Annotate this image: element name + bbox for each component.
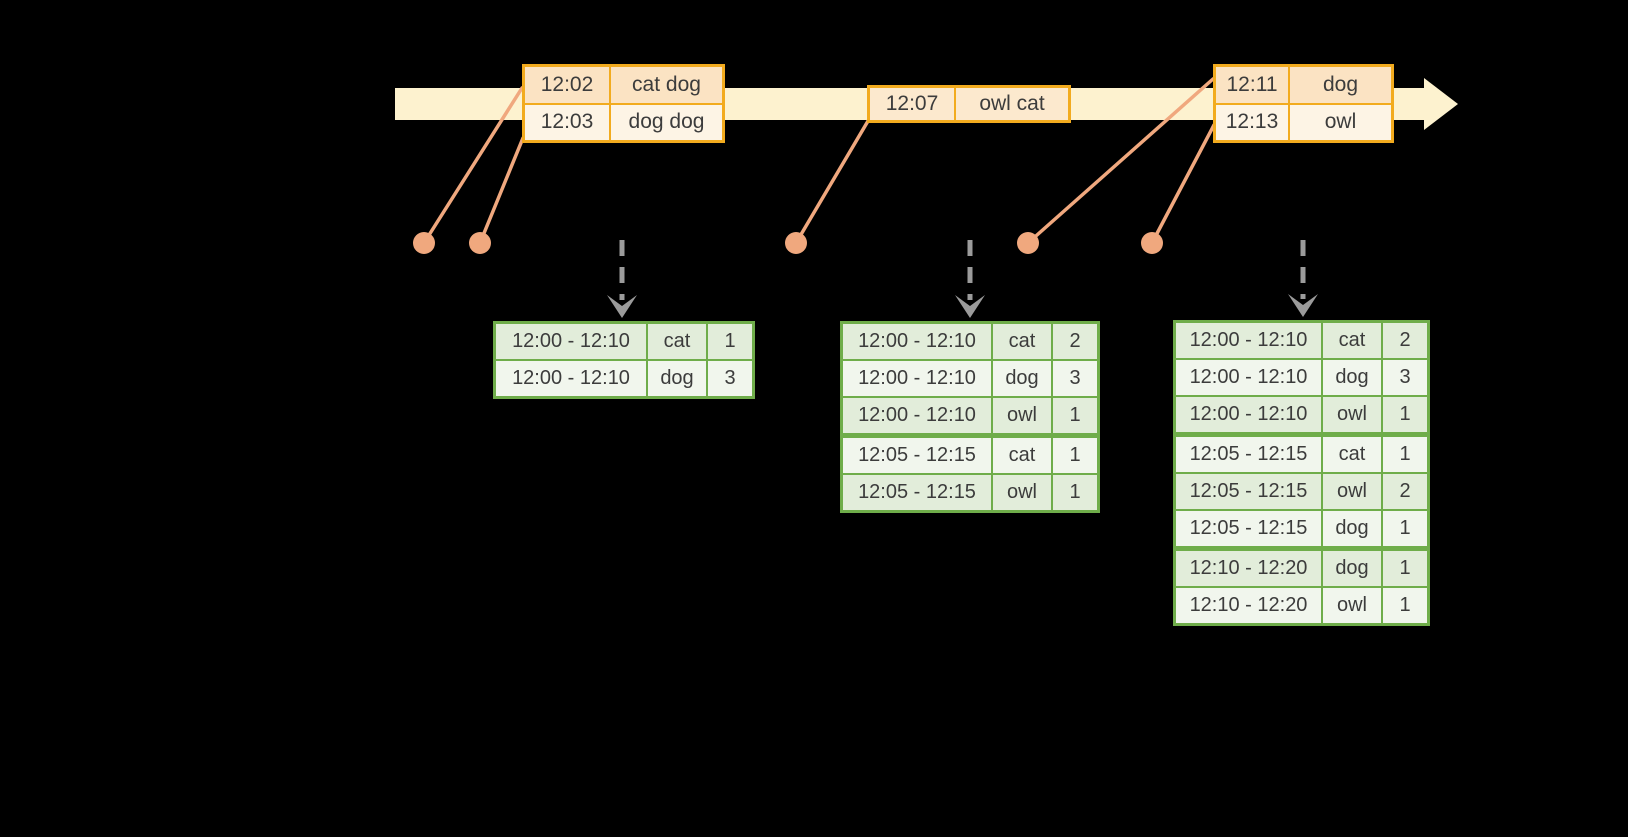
- window-cell: 12:05 - 12:15: [843, 438, 993, 473]
- result-row: 12:10 - 12:20 owl 1: [1176, 586, 1427, 623]
- result-table-2: 12:00 - 12:10 cat 2 12:00 - 12:10 dog 3 …: [840, 321, 1100, 513]
- event-words-cell: dog: [1322, 72, 1359, 96]
- event-time-cell: 12:13: [1216, 104, 1290, 140]
- result-row: 12:05 - 12:15 owl 2: [1176, 472, 1427, 509]
- result-table-1: 12:00 - 12:10 cat 1 12:00 - 12:10 dog 3: [493, 321, 755, 399]
- event-line: [1026, 77, 1215, 245]
- event-line: [1150, 123, 1216, 245]
- word-cell: cat: [993, 438, 1053, 473]
- window-cell: 12:00 - 12:10: [1176, 323, 1323, 358]
- window-cell: 12:00 - 12:10: [1176, 360, 1323, 395]
- event-row: 12:02 cat dog: [525, 67, 722, 103]
- window-cell: 12:10 - 12:20: [1176, 588, 1323, 623]
- result-row: 12:00 - 12:10 owl 1: [1176, 395, 1427, 432]
- event-row: 12:03 dog dog: [525, 102, 722, 140]
- event-line: [422, 86, 524, 245]
- count-cell: 1: [1399, 403, 1411, 425]
- word-cell: owl: [1323, 474, 1383, 509]
- count-cell: 3: [1069, 367, 1081, 389]
- event-time-cell: 12:02: [525, 67, 611, 103]
- word-cell: owl: [1323, 588, 1383, 623]
- event-dot-icon: [785, 232, 807, 254]
- result-row: 12:05 - 12:15 cat 1: [1176, 432, 1427, 472]
- window-cell: 12:10 - 12:20: [1176, 551, 1323, 586]
- count-cell: 1: [1399, 443, 1411, 465]
- event-time-cell: 12:11: [1216, 67, 1290, 103]
- window-cell: 12:05 - 12:15: [1176, 474, 1323, 509]
- event-line: [478, 136, 525, 245]
- trigger-arrowheads: [607, 294, 1318, 318]
- event-time-cell: 12:03: [525, 104, 611, 140]
- word-cell: cat: [648, 324, 708, 359]
- window-cell: 12:00 - 12:10: [843, 398, 993, 433]
- window-cell: 12:05 - 12:15: [1176, 437, 1323, 472]
- count-cell: 3: [1399, 366, 1411, 388]
- count-cell: 1: [1399, 517, 1411, 539]
- event-dot-icon: [1141, 232, 1163, 254]
- result-row: 12:00 - 12:10 cat 2: [843, 324, 1097, 359]
- arrow-down-icon: [607, 295, 637, 318]
- event-words-cell: dog dog: [628, 110, 705, 134]
- result-row: 12:05 - 12:15 owl 1: [843, 473, 1097, 510]
- arrow-down-icon: [955, 295, 985, 318]
- count-cell: 1: [1399, 594, 1411, 616]
- result-row: 12:00 - 12:10 owl 1: [843, 396, 1097, 433]
- word-cell: owl: [1323, 397, 1383, 432]
- event-words-cell: owl: [1324, 110, 1357, 134]
- word-cell: cat: [1323, 323, 1383, 358]
- word-cell: dog: [1323, 551, 1383, 586]
- window-cell: 12:00 - 12:10: [496, 361, 648, 396]
- event-row: 12:13 owl: [1216, 102, 1391, 140]
- count-cell: 1: [1399, 557, 1411, 579]
- event-table-3: 12:11 dog 12:13 owl: [1213, 64, 1394, 143]
- count-cell: 2: [1069, 330, 1081, 352]
- event-dot-icon: [413, 232, 435, 254]
- result-row: 12:00 - 12:10 dog 3: [496, 359, 752, 396]
- word-cell: dog: [993, 361, 1053, 396]
- window-cell: 12:00 - 12:10: [1176, 397, 1323, 432]
- result-row: 12:00 - 12:10 cat 1: [496, 324, 752, 359]
- result-row: 12:00 - 12:10 dog 3: [1176, 358, 1427, 395]
- word-cell: dog: [1323, 511, 1383, 546]
- word-cell: cat: [1323, 437, 1383, 472]
- timeline-arrowhead-icon: [1424, 78, 1458, 130]
- window-cell: 12:00 - 12:10: [496, 324, 648, 359]
- result-row: 12:05 - 12:15 dog 1: [1176, 509, 1427, 546]
- event-dot-icon: [469, 232, 491, 254]
- count-cell: 1: [1069, 444, 1081, 466]
- count-cell: 2: [1399, 329, 1411, 351]
- event-words-cell: owl cat: [979, 92, 1045, 115]
- word-cell: cat: [993, 324, 1053, 359]
- count-cell: 1: [1069, 481, 1081, 503]
- event-words-cell: cat dog: [632, 72, 701, 96]
- event-dots: [413, 232, 1163, 254]
- count-cell: 2: [1399, 480, 1411, 502]
- event-row: 12:07 owl cat: [870, 88, 1068, 120]
- event-row: 12:11 dog: [1216, 67, 1391, 103]
- word-cell: owl: [993, 475, 1053, 510]
- event-dot-icon: [1017, 232, 1039, 254]
- word-cell: dog: [648, 361, 708, 396]
- result-row: 12:00 - 12:10 dog 3: [843, 359, 1097, 396]
- event-time-cell: 12:07: [870, 88, 956, 120]
- count-cell: 1: [724, 330, 736, 352]
- count-cell: 3: [724, 367, 736, 389]
- event-table-2: 12:07 owl cat: [867, 85, 1071, 123]
- window-cell: 12:05 - 12:15: [843, 475, 993, 510]
- result-row: 12:05 - 12:15 cat 1: [843, 433, 1097, 473]
- word-cell: dog: [1323, 360, 1383, 395]
- arrow-down-icon: [1288, 294, 1318, 317]
- result-row: 12:10 - 12:20 dog 1: [1176, 546, 1427, 586]
- event-table-1: 12:02 cat dog 12:03 dog dog: [522, 64, 725, 143]
- trigger-arrows: [619, 240, 1306, 300]
- word-cell: owl: [993, 398, 1053, 433]
- window-cell: 12:00 - 12:10: [843, 324, 993, 359]
- result-row: 12:00 - 12:10 cat 2: [1176, 323, 1427, 358]
- count-cell: 1: [1069, 404, 1081, 426]
- event-connector-lines: [422, 77, 1216, 245]
- window-cell: 12:00 - 12:10: [843, 361, 993, 396]
- result-table-3: 12:00 - 12:10 cat 2 12:00 - 12:10 dog 3 …: [1173, 320, 1430, 626]
- event-line: [794, 119, 870, 245]
- window-cell: 12:05 - 12:15: [1176, 511, 1323, 546]
